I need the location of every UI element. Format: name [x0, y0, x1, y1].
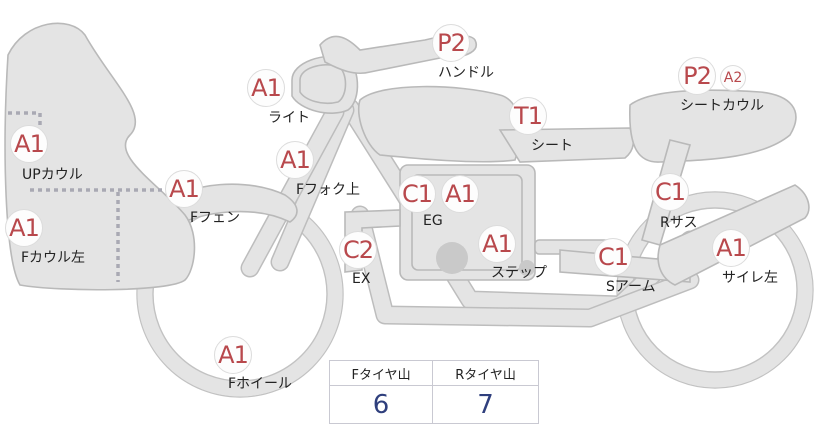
front-cowl-left-grade-badge: A1: [5, 209, 43, 247]
seat-cowl-grade2-badge: A2: [720, 65, 746, 91]
rear-suspension-label: Rサス: [660, 215, 698, 231]
silencer-left-label: サイレ左: [722, 270, 778, 286]
front-wheel-label: Fホイール: [228, 376, 293, 392]
up-cowl-label: UPカウル: [22, 167, 83, 183]
step-grade-badge: A1: [478, 225, 516, 263]
front-fender-grade-badge: A1: [165, 170, 203, 208]
step-label: ステップ: [491, 265, 547, 281]
front-tire-header: Fタイヤ山: [328, 360, 434, 386]
table-row: 6 7: [328, 385, 539, 424]
engine-label: EG: [423, 213, 443, 229]
seat-grade-badge: T1: [509, 97, 547, 135]
seat-cowl-grade-badge: P2: [678, 57, 716, 95]
rear-suspension-grade-badge: C1: [651, 173, 689, 211]
swing-arm-grade-badge: C1: [594, 238, 632, 276]
up-cowl-shape: [4, 22, 196, 291]
front-fender-label: Fフェン: [190, 210, 241, 226]
engine-grade2-badge: A1: [441, 175, 479, 213]
exhaust-grade-badge: C2: [339, 231, 377, 269]
engine-grade-badge: C1: [398, 175, 436, 213]
up-cowl-grade-badge: A1: [10, 125, 48, 163]
front-tire-value: 6: [328, 385, 434, 424]
seat-cowl-label: シートカウル: [680, 98, 764, 114]
front-fork-grade-badge: A1: [276, 141, 314, 179]
table-header-row: Fタイヤ山 Rタイヤ山: [328, 360, 539, 386]
light-grade-badge: A1: [247, 69, 285, 107]
tire-tread-table: Fタイヤ山 Rタイヤ山 6 7: [328, 360, 539, 424]
rear-tire-header: Rタイヤ山: [432, 360, 539, 386]
swing-arm-label: Sアーム: [606, 279, 656, 295]
seat-label: シート: [531, 138, 573, 154]
front-wheel-grade-badge: A1: [214, 336, 252, 374]
handle-grade-badge: P2: [432, 24, 470, 62]
exhaust-label: EX: [352, 271, 371, 287]
frame-shape: [240, 98, 700, 328]
front-fork-label: Fフォク上: [296, 182, 361, 198]
silencer-left-grade-badge: A1: [712, 229, 750, 267]
front-cowl-left-label: Fカウル左: [21, 250, 86, 266]
handle-label: ハンドル: [438, 65, 494, 81]
light-label: ライト: [268, 110, 310, 126]
rear-tire-value: 7: [432, 385, 539, 424]
tank-shape: [357, 85, 521, 163]
